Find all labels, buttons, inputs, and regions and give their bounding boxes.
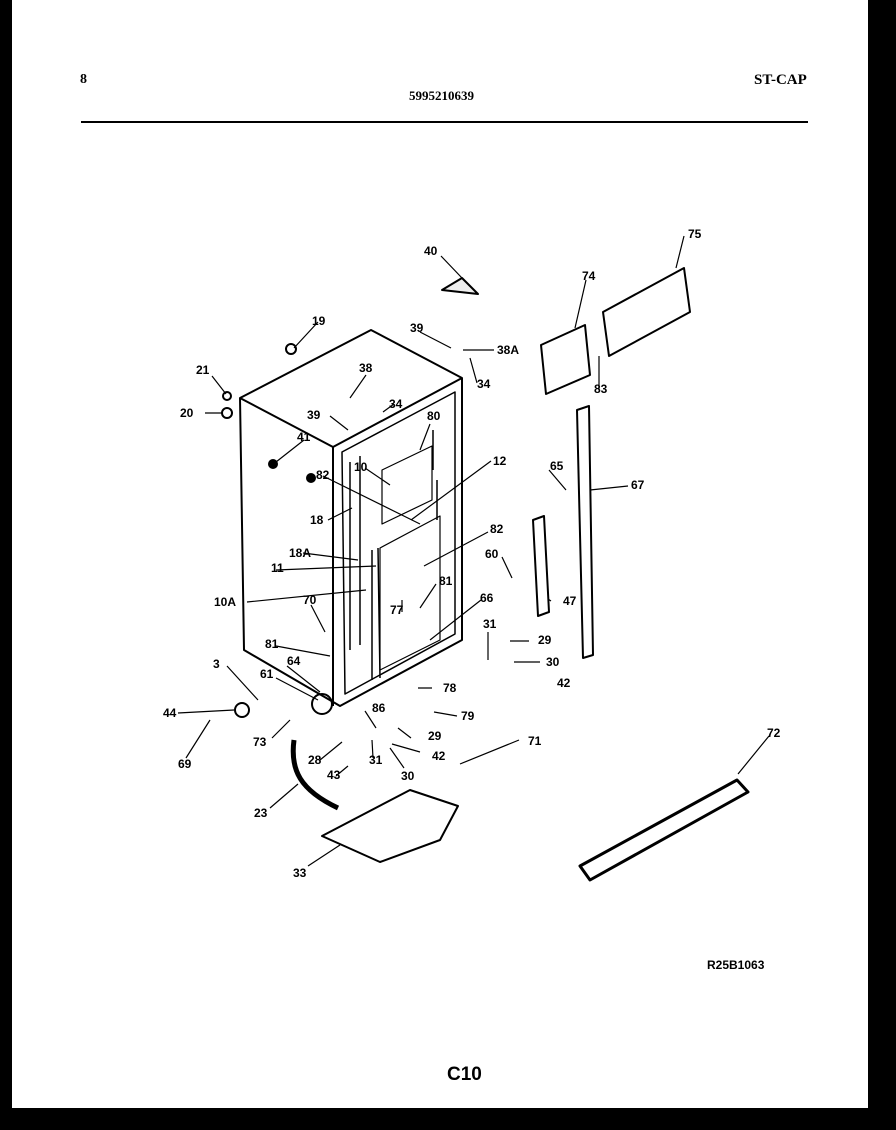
callout-18A: 18A bbox=[289, 546, 311, 560]
cabinet-inner-frame bbox=[341, 391, 456, 695]
callout-39: 39 bbox=[307, 408, 321, 422]
part-64 bbox=[311, 693, 333, 715]
callout-20: 20 bbox=[180, 406, 194, 420]
inner-panel bbox=[379, 515, 441, 671]
callout-61: 61 bbox=[260, 667, 274, 681]
part-40 bbox=[441, 277, 479, 295]
callout-72: 72 bbox=[767, 726, 781, 740]
leader-lines bbox=[177, 235, 770, 867]
callout-33: 33 bbox=[293, 866, 307, 880]
callout-labels: 40 75 74 19 39 38A 21 38 34 83 20 39 34 80 41 10 12 65 67 8… bbox=[163, 227, 781, 880]
callout-79: 79 bbox=[461, 709, 475, 723]
callout-42: 42 bbox=[432, 749, 446, 763]
callout-30: 30 bbox=[546, 655, 560, 669]
callout-21: 21 bbox=[196, 363, 210, 377]
vertical-rail bbox=[349, 430, 438, 650]
callout-71: 71 bbox=[528, 734, 542, 748]
callout-38: 38 bbox=[359, 361, 373, 375]
callout-70: 70 bbox=[303, 593, 317, 607]
callout-73: 73 bbox=[253, 735, 267, 749]
part-67 bbox=[576, 405, 594, 659]
evap-cover bbox=[381, 445, 433, 525]
page-number: 8 bbox=[80, 72, 87, 87]
callout-74: 74 bbox=[582, 269, 596, 283]
callout-40: 40 bbox=[424, 244, 438, 258]
part-82 bbox=[306, 473, 316, 483]
callout-42: 42 bbox=[557, 676, 571, 690]
callout-86: 86 bbox=[372, 701, 386, 715]
part-41 bbox=[268, 459, 278, 469]
callout-81: 81 bbox=[265, 637, 279, 651]
callout-19: 19 bbox=[312, 314, 326, 328]
part-21 bbox=[222, 391, 232, 401]
callout-69: 69 bbox=[178, 757, 192, 771]
part-20 bbox=[221, 407, 233, 419]
callout-83: 83 bbox=[594, 382, 608, 396]
callout-3: 3 bbox=[213, 657, 220, 671]
callout-44: 44 bbox=[163, 706, 177, 720]
callout-31: 31 bbox=[483, 617, 497, 631]
part-19 bbox=[285, 343, 297, 355]
part-47 bbox=[532, 515, 550, 617]
callout-81: 81 bbox=[439, 574, 453, 588]
header-rule bbox=[81, 121, 808, 123]
callout-82: 82 bbox=[490, 522, 504, 536]
callout-38A: 38A bbox=[497, 343, 519, 357]
callout-75: 75 bbox=[688, 227, 702, 241]
callout-34: 34 bbox=[389, 397, 403, 411]
callout-66: 66 bbox=[480, 591, 494, 605]
callout-10A: 10A bbox=[214, 595, 236, 609]
document-number: 5995210639 bbox=[409, 88, 474, 103]
part-72 bbox=[578, 778, 750, 882]
drawing-reference-code: R25B1063 bbox=[707, 958, 765, 972]
callout-23: 23 bbox=[254, 806, 268, 820]
callout-67: 67 bbox=[631, 478, 645, 492]
model-code: ST-CAP bbox=[754, 72, 807, 88]
callout-47: 47 bbox=[563, 594, 577, 608]
callout-60: 60 bbox=[485, 547, 499, 561]
callout-82: 82 bbox=[316, 468, 330, 482]
callout-12: 12 bbox=[493, 454, 507, 468]
callout-30: 30 bbox=[401, 769, 415, 783]
callout-31: 31 bbox=[369, 753, 383, 767]
callout-18: 18 bbox=[310, 513, 324, 527]
part-44 bbox=[234, 702, 250, 718]
callout-41: 41 bbox=[297, 430, 311, 444]
callout-34: 34 bbox=[477, 377, 491, 391]
callout-29: 29 bbox=[428, 729, 442, 743]
callout-77: 77 bbox=[390, 603, 404, 617]
inner-divider bbox=[371, 547, 381, 680]
part-23 bbox=[290, 739, 340, 811]
callout-11: 11 bbox=[271, 561, 284, 575]
page-code: C10 bbox=[447, 1064, 482, 1085]
callout-29: 29 bbox=[538, 633, 552, 647]
callout-39: 39 bbox=[410, 321, 424, 335]
callout-80: 80 bbox=[427, 409, 441, 423]
callout-65: 65 bbox=[550, 459, 564, 473]
callout-10: 10 bbox=[354, 460, 368, 474]
callout-43: 43 bbox=[327, 768, 341, 782]
callout-64: 64 bbox=[287, 654, 301, 668]
part-74 bbox=[540, 324, 591, 395]
part-33 bbox=[321, 789, 459, 863]
part-75 bbox=[602, 267, 691, 357]
callout-78: 78 bbox=[443, 681, 457, 695]
cabinet-outline bbox=[239, 329, 463, 707]
callout-28: 28 bbox=[308, 753, 322, 767]
